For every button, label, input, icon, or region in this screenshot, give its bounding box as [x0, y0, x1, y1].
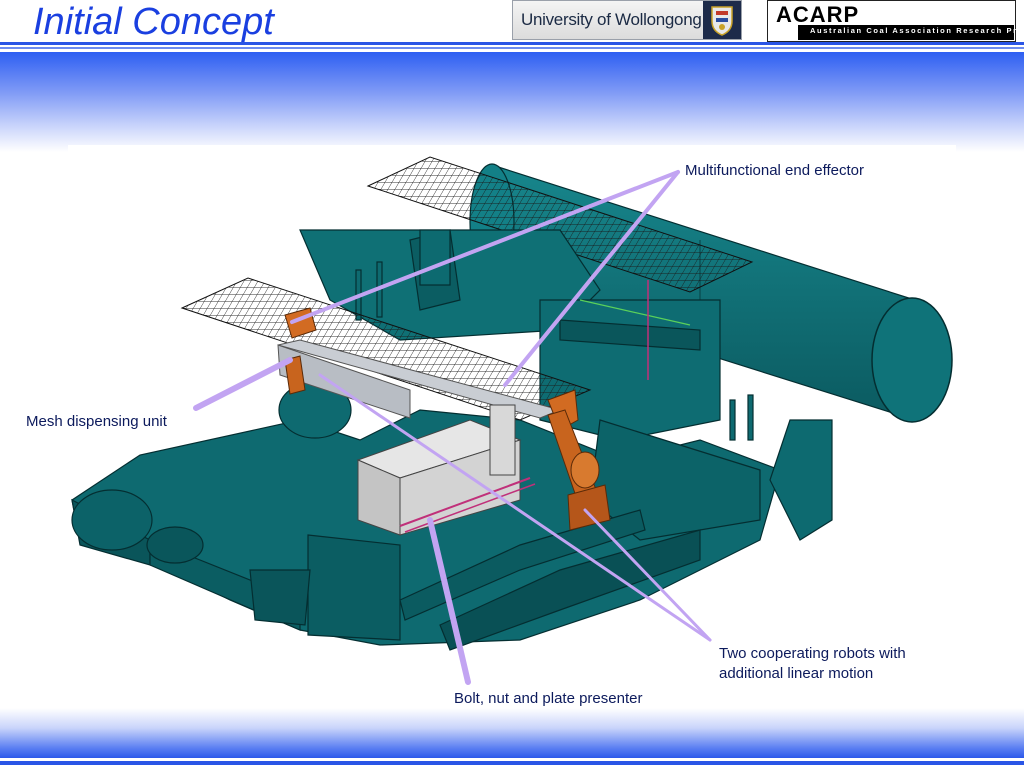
uow-logo-text: University of Wollongong: [521, 10, 702, 29]
callout-mesh-dispensing-unit: Mesh dispensing unit: [26, 413, 167, 430]
callout-bolt-nut-plate-presenter: Bolt, nut and plate presenter: [454, 690, 643, 707]
callout-two-robots-line1: Two cooperating robots with: [719, 645, 906, 662]
robot-arm-front: [547, 389, 611, 531]
acarp-subtitle-bar: Australian Coal Association Research Pro…: [798, 25, 1024, 40]
leader-robots-1: [318, 373, 712, 642]
callout-two-robots-line2: additional linear motion: [719, 665, 874, 682]
front-mesh-sheet: [180, 277, 592, 421]
leader-mfe-2: [503, 170, 680, 387]
acarp-subtitle: Australian Coal Association Research Pro…: [810, 26, 1024, 35]
header-rule-thin: [0, 47, 1024, 49]
acarp-logo: ACARP Australian Coal Association Resear…: [767, 0, 1024, 42]
uow-crest-icon: [703, 1, 741, 39]
callout-leaders: [193, 170, 712, 685]
footer-rule: [0, 761, 1024, 765]
footer-gradient-band: [0, 708, 1024, 758]
rear-mesh-sheet: [366, 156, 754, 293]
leader-robots-2: [583, 508, 712, 642]
bolt-presenter-unit: [356, 404, 536, 536]
acarp-logo-text: ACARP: [776, 2, 860, 27]
slide-title: Initial Concept: [33, 1, 274, 43]
linear-rail: [579, 299, 691, 326]
university-of-wollongong-logo: University of Wollongong: [512, 0, 742, 40]
header-rule: [0, 42, 1024, 45]
header-gradient-band: [0, 52, 1024, 152]
leader-mfe-1: [290, 170, 680, 324]
leader-bolt: [427, 517, 471, 685]
machine-chassis: [71, 229, 833, 651]
leader-mesh: [193, 357, 293, 411]
callout-multifunctional-end-effector: Multifunctional end effector: [685, 162, 864, 179]
